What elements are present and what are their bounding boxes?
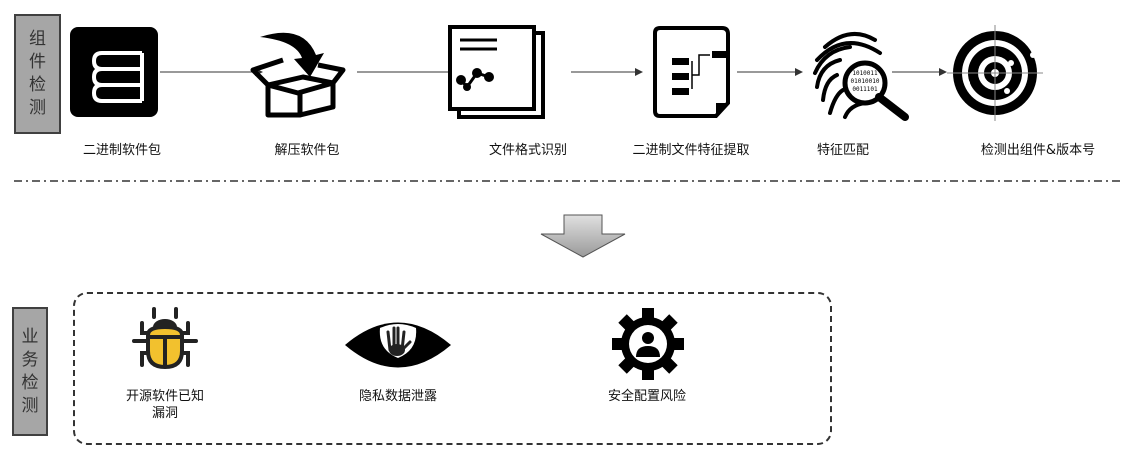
eye-hand-icon — [345, 322, 451, 368]
business-detection-label: 业 务 检 测 — [12, 307, 48, 436]
business-item-label: 开源软件已知 漏洞 — [126, 388, 204, 422]
binary-text: 1010011 — [852, 70, 878, 77]
down-arrow-icon — [540, 214, 626, 258]
step-label: 二进制文件特征提取 — [632, 143, 750, 158]
bug-icon — [132, 307, 198, 370]
gear-user-icon — [612, 308, 684, 380]
flowchart-document-icon — [653, 26, 730, 118]
fingerprint-search-icon: 1010011 01010010 0011101 — [813, 31, 909, 121]
target-icon — [947, 25, 1043, 121]
business-item-label: 隐私数据泄露 — [358, 389, 438, 404]
step-label: 二进制软件包 — [82, 143, 162, 158]
label-char: 测 — [29, 98, 46, 118]
binary-text: 0011101 — [852, 86, 878, 93]
label-char: 业 — [21, 326, 39, 347]
business-item-label: 安全配置风险 — [607, 389, 687, 404]
component-detection-label: 组 件 检 测 — [14, 14, 61, 134]
step-label: 文件格式识别 — [488, 143, 568, 158]
step-label: 特征匹配 — [816, 143, 870, 158]
label-line: 漏洞 — [151, 406, 179, 421]
book-stack-icon — [70, 27, 158, 117]
business-detection-group — [73, 292, 832, 445]
label-line: 开源软件已知 — [125, 389, 205, 404]
label-char: 检 — [29, 75, 46, 95]
step-label: 检测出组件&版本号 — [980, 143, 1096, 158]
label-char: 测 — [21, 395, 39, 416]
document-chart-icon — [448, 25, 545, 119]
binary-text: 01010010 — [851, 78, 880, 85]
box-unpack-icon — [250, 32, 346, 118]
label-char: 检 — [21, 372, 39, 393]
step-label: 解压软件包 — [274, 143, 340, 158]
label-char: 件 — [29, 52, 46, 72]
label-char: 组 — [29, 29, 46, 49]
label-char: 务 — [21, 349, 39, 370]
